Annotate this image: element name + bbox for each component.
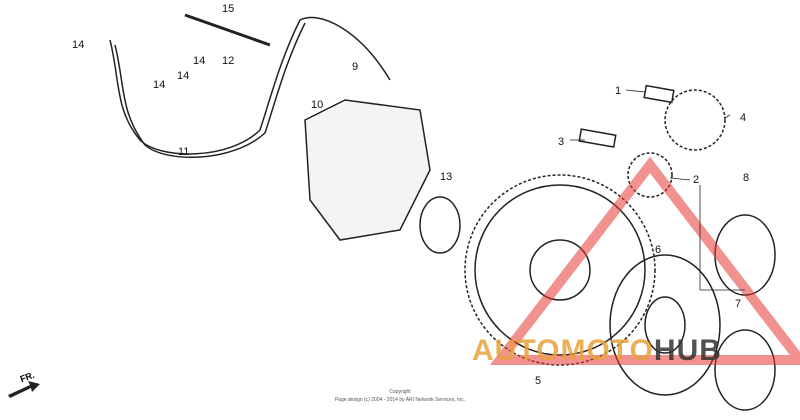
shaft-1 — [643, 84, 675, 104]
callout-13: 13 — [440, 171, 452, 183]
watermark-logo: AUTOMOTOHUB — [472, 336, 722, 366]
idle-gear-4 — [664, 89, 726, 151]
callout-14-c: 14 — [177, 70, 189, 82]
callout-11: 11 — [178, 146, 189, 158]
callout-14-d: 14 — [153, 79, 165, 91]
clutch-outer-hub — [644, 296, 686, 354]
callout-10: 10 — [311, 99, 323, 111]
copyright-line-1: Copyright — [389, 389, 411, 395]
callout-7: 7 — [735, 298, 741, 310]
needle-bearing — [419, 196, 461, 254]
callout-14-a: 14 — [72, 39, 84, 51]
one-way-clutch-7 — [714, 329, 776, 411]
wire-harness — [109, 16, 391, 155]
callout-8: 8 — [743, 172, 749, 184]
starter-driven-gear — [464, 174, 656, 366]
callout-14-b: 14 — [193, 55, 205, 67]
leader-lines — [570, 89, 745, 291]
bolt-15 — [184, 13, 271, 47]
copyright-line-2: Page design (c) 2004 - 2014 by ARI Netwo… — [334, 397, 466, 403]
shaft-3 — [578, 128, 617, 148]
copyright-notice: Copyright Page design (c) 2004 - 2014 by… — [300, 388, 500, 404]
callout-6: 6 — [655, 244, 661, 256]
engine-case — [304, 99, 431, 241]
clutch-outer — [609, 254, 721, 396]
starter-driven-gear-hub — [529, 239, 591, 301]
front-arrow-icon — [8, 381, 40, 398]
watermark-part1: AUTOMOTO — [472, 334, 654, 367]
callout-3: 3 — [558, 136, 564, 148]
callout-1: 1 — [615, 85, 621, 97]
callout-15: 15 — [222, 3, 234, 15]
callout-5: 5 — [535, 375, 541, 387]
callout-4: 4 — [740, 112, 746, 124]
callout-9: 9 — [352, 61, 358, 73]
callout-2: 2 — [693, 174, 699, 186]
watermark-triangle — [489, 156, 800, 365]
reduction-gear-2 — [627, 152, 673, 198]
watermark-part2: HUB — [653, 334, 722, 367]
wire-harness-second-strand — [114, 22, 306, 159]
callout-12: 12 — [222, 55, 234, 67]
